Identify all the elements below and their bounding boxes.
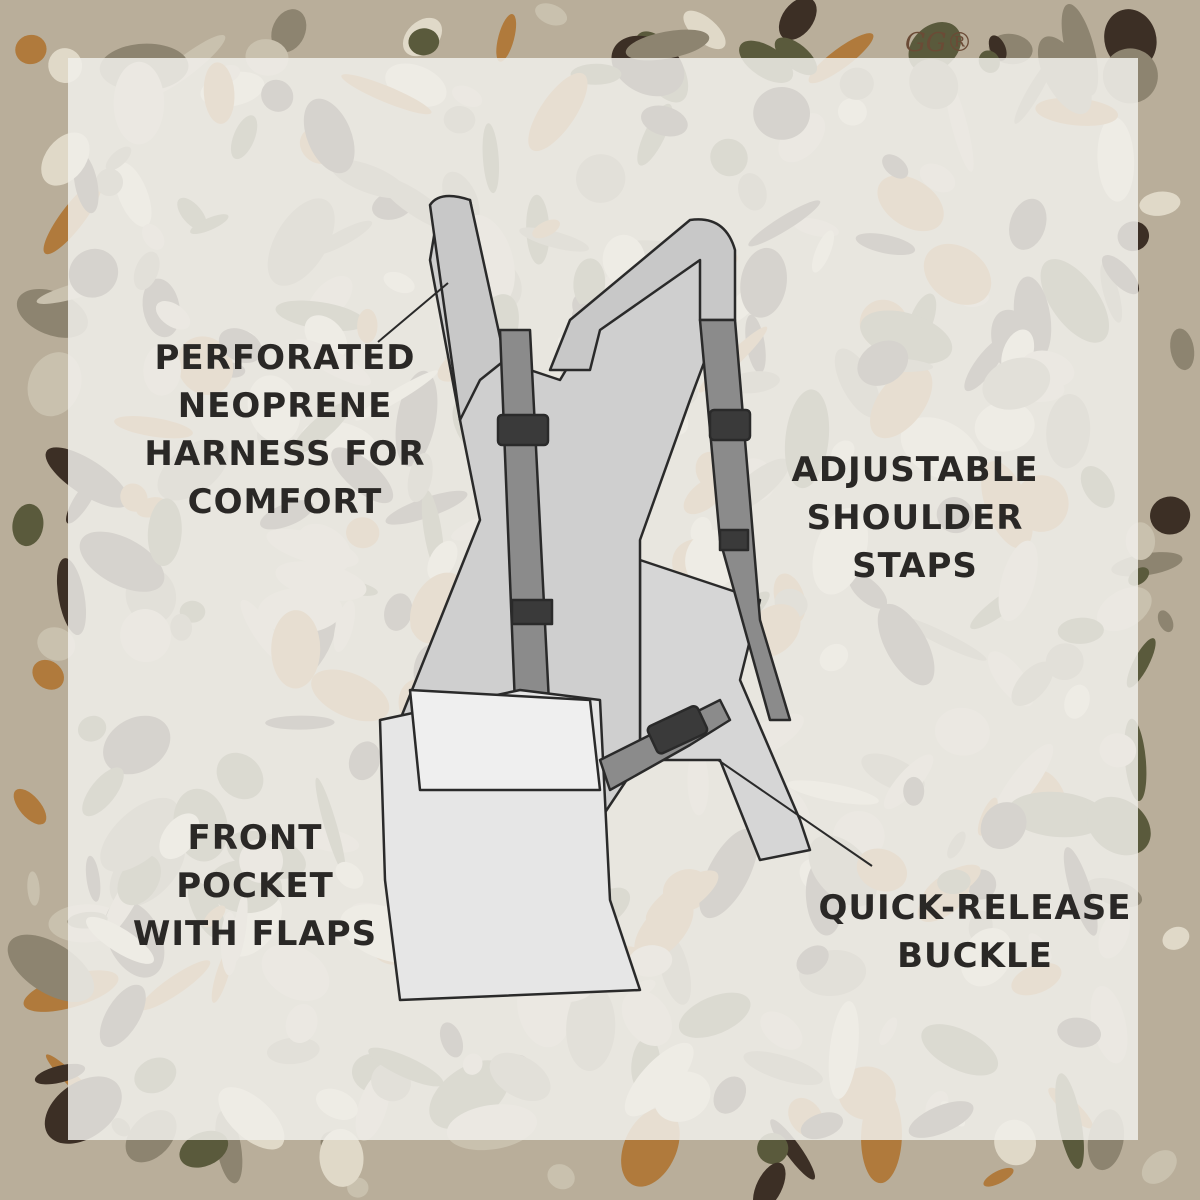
camo-blob: [13, 788, 47, 825]
shoulder-pad-right: [548, 218, 737, 372]
camo-blob: [683, 10, 726, 50]
callout-harness: PERFORATED NEOPRENE HARNESS FOR COMFORT: [140, 334, 430, 526]
callout-line: FRONT: [187, 818, 323, 858]
callout-line: BUCKLE: [897, 936, 1053, 976]
callout-line: WITH FLAPS: [132, 914, 378, 954]
pocket-flap: [408, 688, 602, 792]
camo-blob: [778, 0, 817, 41]
camo-blob: [547, 1164, 575, 1190]
quick-release-buckle: [646, 704, 709, 755]
camo-blob: [37, 627, 76, 661]
camo-blob: [15, 34, 47, 65]
camo-blob: [12, 503, 44, 547]
callout-line: QUICK-RELEASE: [818, 888, 1132, 928]
camo-blob: [319, 1128, 364, 1187]
camo-blob: [271, 9, 307, 53]
camo-blob: [983, 1167, 1014, 1187]
callout-line: COMFORT: [187, 482, 383, 522]
callout-straps: ADJUSTABLE SHOULDER STAPS: [780, 446, 1050, 590]
callout-line: POCKET: [176, 866, 334, 906]
camo-blob: [1170, 328, 1195, 371]
callout-line: NEOPRENE: [177, 386, 393, 426]
camo-blob: [625, 29, 710, 61]
leader-line-buckle: [717, 759, 873, 867]
camo-blob: [757, 1132, 789, 1165]
camo-blob: [1150, 496, 1191, 535]
strap-buckle-left: [496, 413, 550, 447]
camo-blob: [27, 871, 40, 906]
brand-logo: GG®: [905, 28, 973, 58]
camo-blob: [1162, 926, 1190, 950]
shoulder-pad-left: [428, 194, 507, 422]
callout-line: ADJUSTABLE: [791, 450, 1039, 490]
camo-blob: [753, 1162, 786, 1200]
camo-blob: [1141, 1150, 1177, 1184]
strap-buckle-right: [708, 408, 752, 442]
callout-line: PERFORATED: [154, 338, 416, 378]
camo-blob: [32, 659, 65, 690]
callout-line: STAPS: [852, 546, 978, 586]
camo-blob: [496, 14, 517, 62]
strap-keeper-right: [718, 528, 750, 552]
strap-keeper-left: [510, 598, 554, 626]
callout-line: HARNESS FOR: [144, 434, 426, 474]
leader-line-harness: [377, 282, 449, 343]
callout-line: SHOULDER: [806, 498, 1024, 538]
camo-blob: [1157, 610, 1174, 633]
camo-blob: [408, 28, 440, 56]
callout-buckle: QUICK-RELEASE BUCKLE: [800, 884, 1150, 980]
camo-blob: [535, 3, 568, 26]
camo-blob: [1139, 191, 1181, 216]
callout-pocket: FRONT POCKET WITH FLAPS: [120, 814, 390, 958]
